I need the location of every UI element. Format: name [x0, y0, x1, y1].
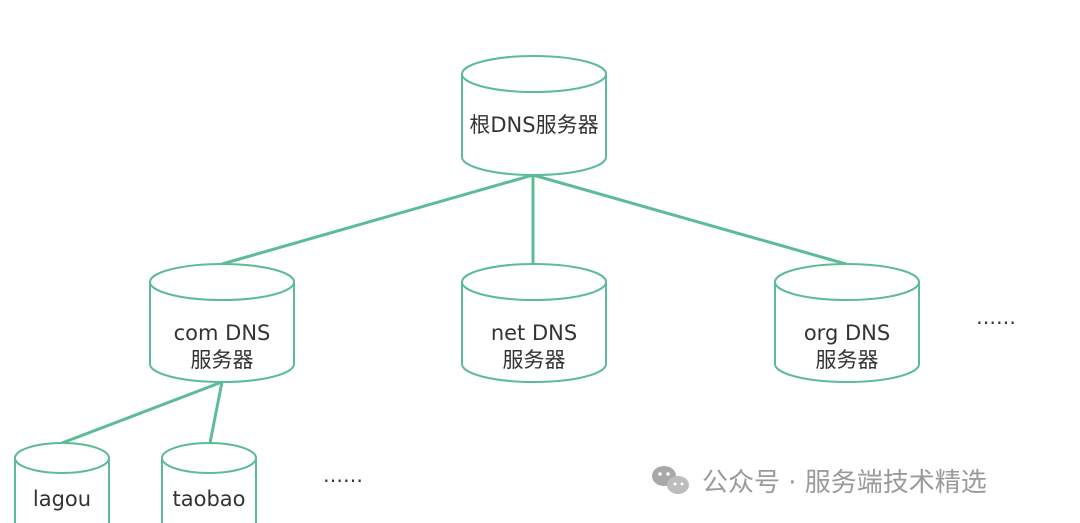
tld-more-ellipsis: …… [976, 305, 1016, 329]
edge-com-lagou [61, 380, 223, 445]
lagou-label: lagou [33, 487, 91, 511]
taobao-label: taobao [173, 487, 246, 511]
watermark-text: 公众号 · 服务端技术精选 [702, 468, 987, 498]
org-dns-server: org DNS 服务器 [774, 263, 920, 383]
net-dns-label-line2: 服务器 [503, 348, 566, 372]
edge-root-org [532, 173, 847, 266]
wechat-icon [652, 466, 689, 494]
root-dns-server: 根DNS服务器 [461, 55, 607, 176]
org-dns-label-line1: org DNS [804, 321, 890, 345]
edge-com-taobao [208, 381, 224, 444]
com-dns-label-line1: com DNS [174, 321, 271, 345]
com-dns-server: com DNS 服务器 [149, 263, 295, 383]
edge-root-com [221, 173, 534, 266]
taobao-dns-server: taobao [161, 442, 257, 523]
watermark: 公众号 · 服务端技术精选 [652, 466, 987, 498]
second-level-more-ellipsis: …… [323, 463, 363, 487]
lagou-dns-server: lagou [14, 442, 110, 523]
net-dns-label-line1: net DNS [491, 321, 577, 345]
net-dns-server: net DNS 服务器 [461, 263, 607, 383]
org-dns-label-line2: 服务器 [816, 348, 879, 372]
root-dns-label: 根DNS服务器 [469, 113, 598, 137]
com-dns-label-line2: 服务器 [191, 348, 254, 372]
